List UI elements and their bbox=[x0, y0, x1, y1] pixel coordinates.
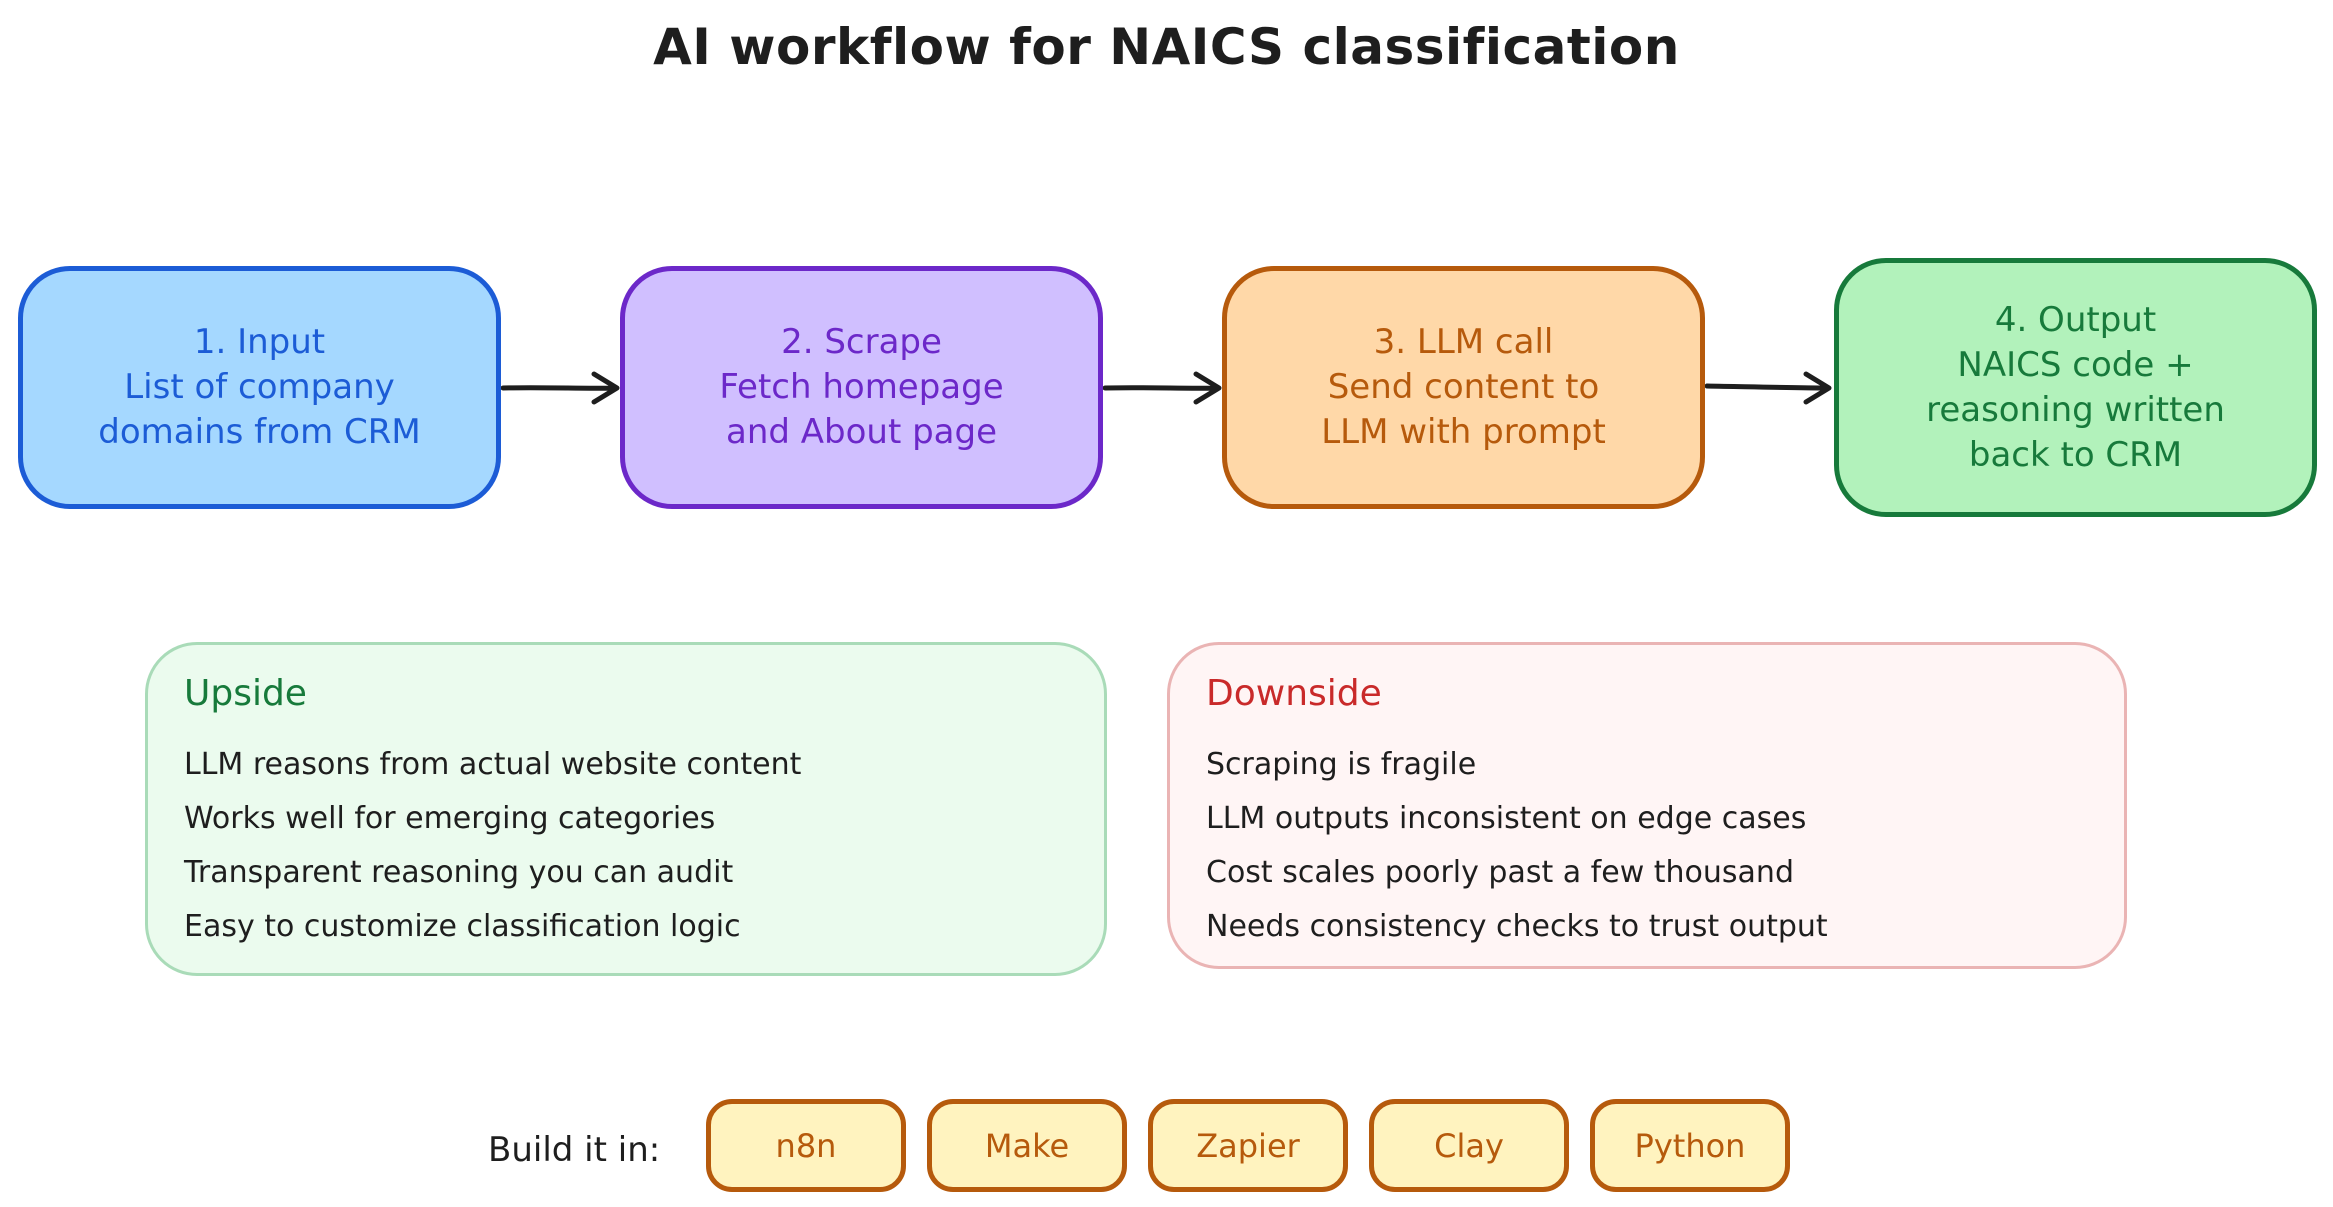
step-llm-call-line-2: LLM with prompt bbox=[1321, 412, 1606, 452]
upside-item: Transparent reasoning you can audit bbox=[184, 855, 734, 890]
step-scrape-title: 2. Scrape bbox=[781, 322, 942, 362]
upside-list: LLM reasons from actual website content … bbox=[184, 738, 1068, 954]
arrow-scrape-to-llm bbox=[1102, 371, 1222, 405]
diagram-title: AI workflow for NAICS classification bbox=[653, 18, 1680, 76]
step-input-line-1: List of company bbox=[124, 367, 395, 407]
upside-item: Works well for emerging categories bbox=[184, 801, 716, 836]
step-llm-call: 3. LLM call Send content to LLM with pro… bbox=[1222, 266, 1705, 509]
downside-item: Needs consistency checks to trust output bbox=[1206, 909, 1828, 944]
downside-list: Scraping is fragile LLM outputs inconsis… bbox=[1206, 738, 2088, 954]
arrow-llm-to-output bbox=[1704, 371, 1832, 405]
step-scrape-line-2: and About page bbox=[725, 412, 998, 452]
tool-clay: Clay bbox=[1369, 1099, 1569, 1192]
step-scrape-line-1: Fetch homepage bbox=[719, 367, 1004, 407]
step-input-line-2: domains from CRM bbox=[98, 412, 421, 452]
step-input: 1. Input List of company domains from CR… bbox=[18, 266, 501, 509]
tool-make: Make bbox=[927, 1099, 1127, 1192]
step-output-line-2: reasoning written bbox=[1926, 389, 2225, 430]
step-llm-call-title: 3. LLM call bbox=[1373, 322, 1554, 362]
tool-zapier: Zapier bbox=[1148, 1099, 1348, 1192]
downside-item: LLM outputs inconsistent on edge cases bbox=[1206, 801, 1807, 836]
downside-panel: Downside Scraping is fragile LLM outputs… bbox=[1167, 642, 2127, 969]
arrow-input-to-scrape bbox=[500, 371, 620, 405]
step-output-line-3: back to CRM bbox=[1968, 434, 2183, 475]
tool-n8n: n8n bbox=[706, 1099, 906, 1192]
downside-item: Cost scales poorly past a few thousand bbox=[1206, 855, 1794, 890]
step-input-title: 1. Input bbox=[193, 322, 326, 362]
upside-item: LLM reasons from actual website content bbox=[184, 747, 802, 782]
build-it-in-label: Build it in: bbox=[488, 1130, 661, 1170]
step-output-title: 4. Output bbox=[1994, 299, 2157, 340]
upside-heading: Upside bbox=[184, 673, 307, 714]
downside-heading: Downside bbox=[1206, 673, 1382, 714]
downside-item: Scraping is fragile bbox=[1206, 747, 1477, 782]
step-output: 4. Output NAICS code + reasoning written… bbox=[1834, 258, 2317, 517]
tool-python: Python bbox=[1590, 1099, 1790, 1192]
step-llm-call-line-1: Send content to bbox=[1327, 367, 1600, 407]
step-output-line-1: NAICS code + bbox=[1957, 344, 2194, 385]
upside-panel: Upside LLM reasons from actual website c… bbox=[145, 642, 1107, 976]
upside-item: Easy to customize classification logic bbox=[184, 909, 741, 944]
step-scrape: 2. Scrape Fetch homepage and About page bbox=[620, 266, 1103, 509]
